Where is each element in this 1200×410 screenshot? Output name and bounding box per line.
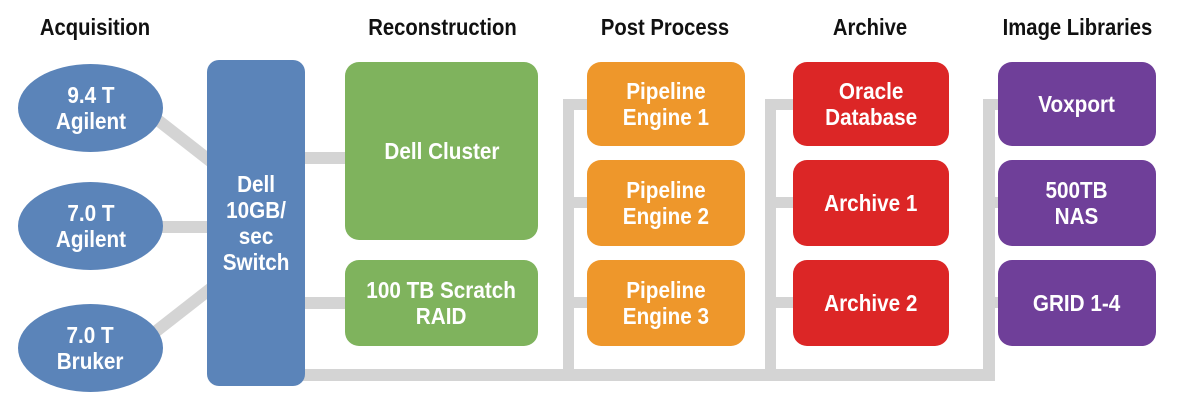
node-label: 9.4 T Agilent bbox=[55, 82, 126, 134]
image-library-node-voxport: Voxport bbox=[998, 62, 1156, 146]
archive-node-archive-1: Archive 1 bbox=[793, 160, 949, 246]
archive-node-oracle-database: Oracle Database bbox=[793, 62, 949, 146]
column-header-acquisition: Acquisition bbox=[39, 14, 151, 40]
connector-libraries-tick-2 bbox=[983, 197, 1003, 208]
image-library-node-500tb-nas: 500TB NAS bbox=[998, 160, 1156, 246]
connector-switch-cluster bbox=[300, 152, 350, 164]
node-label: 7.0 T Bruker bbox=[57, 322, 124, 374]
node-label: Voxport bbox=[1038, 91, 1116, 117]
connector-archive-vertical bbox=[765, 100, 776, 381]
connector-libraries-vertical bbox=[983, 100, 995, 381]
node-label: Pipeline Engine 1 bbox=[622, 78, 710, 130]
node-label: Dell 10GB/ sec Switch bbox=[222, 171, 290, 275]
acquisition-node-9-4t-agilent: 9.4 T Agilent bbox=[18, 64, 163, 152]
connector-post-process-tick-3 bbox=[563, 297, 593, 308]
column-header-post-process: Post Process bbox=[600, 14, 730, 40]
connector-bottom-bus bbox=[300, 369, 995, 381]
column-header-image-libraries: Image Libraries bbox=[1002, 14, 1153, 40]
reconstruction-node-dell-cluster: Dell Cluster bbox=[345, 62, 538, 240]
column-header-reconstruction: Reconstruction bbox=[368, 14, 517, 40]
connector-archive-tick-1 bbox=[765, 99, 795, 110]
node-label: Oracle Database bbox=[824, 78, 918, 130]
node-label: 500TB NAS bbox=[1045, 177, 1109, 229]
connector-archive-tick-3 bbox=[765, 297, 795, 308]
connector-libraries-tick-1 bbox=[983, 99, 1003, 110]
connector-post-process-tick-1 bbox=[563, 99, 593, 110]
image-library-node-grid-1-4: GRID 1-4 bbox=[998, 260, 1156, 346]
connector-acq2-switch bbox=[160, 221, 210, 233]
connector-libraries-tick-3 bbox=[983, 297, 1003, 308]
node-label: Dell Cluster bbox=[383, 138, 500, 164]
node-label: Pipeline Engine 3 bbox=[622, 277, 710, 329]
node-label: Pipeline Engine 2 bbox=[622, 177, 710, 229]
node-label: Archive 1 bbox=[824, 190, 918, 216]
column-header-archive: Archive bbox=[832, 14, 908, 40]
node-label: Archive 2 bbox=[824, 290, 918, 316]
acquisition-node-7-0t-agilent: 7.0 T Agilent bbox=[18, 182, 163, 270]
post-process-node-pipeline-engine-1: Pipeline Engine 1 bbox=[587, 62, 745, 146]
acquisition-node-7-0t-bruker: 7.0 T Bruker bbox=[18, 304, 163, 392]
connector-post-process-tick-2 bbox=[563, 197, 593, 208]
connector-post-process-vertical bbox=[563, 100, 574, 381]
node-label: 7.0 T Agilent bbox=[55, 200, 126, 252]
post-process-node-pipeline-engine-2: Pipeline Engine 2 bbox=[587, 160, 745, 246]
archive-node-archive-2: Archive 2 bbox=[793, 260, 949, 346]
connector-switch-scratch bbox=[300, 297, 350, 309]
node-label: GRID 1-4 bbox=[1033, 290, 1121, 316]
reconstruction-node-scratch-raid: 100 TB Scratch RAID bbox=[345, 260, 538, 346]
switch-node: Dell 10GB/ sec Switch bbox=[207, 60, 305, 386]
connector-archive-tick-2 bbox=[765, 197, 795, 208]
post-process-node-pipeline-engine-3: Pipeline Engine 3 bbox=[587, 260, 745, 346]
node-label: 100 TB Scratch RAID bbox=[366, 277, 517, 329]
